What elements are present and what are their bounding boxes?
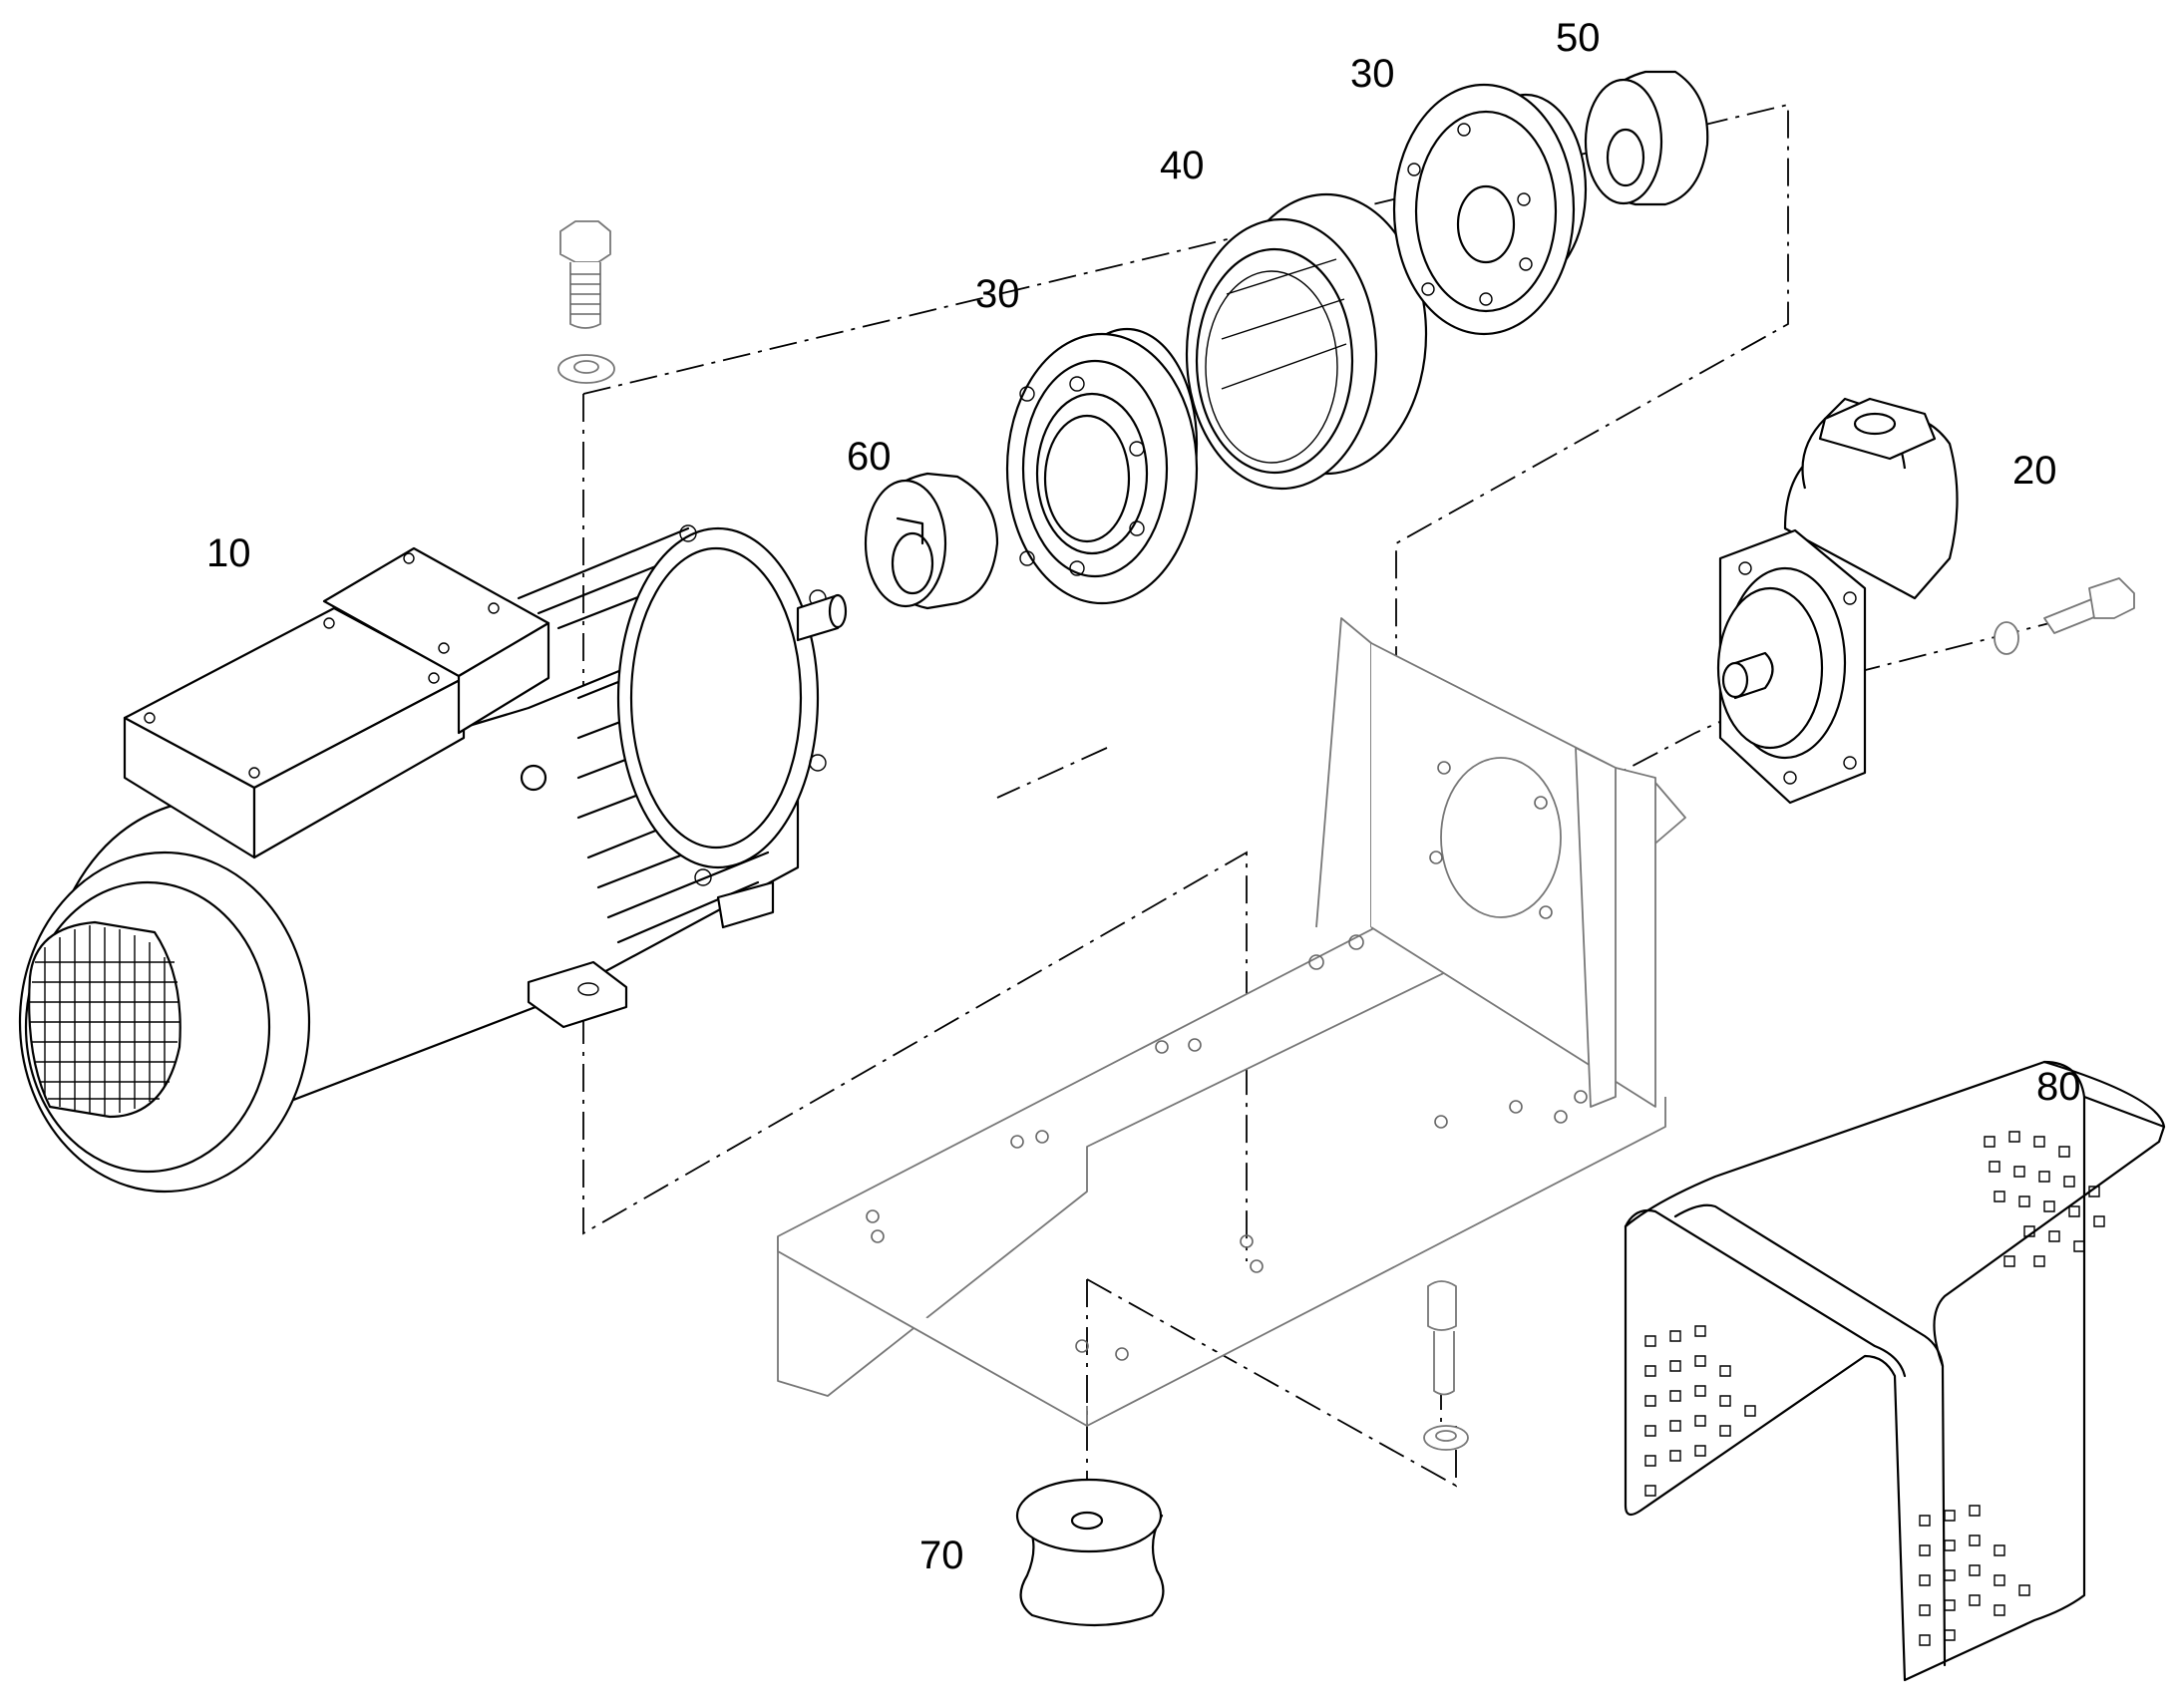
base-bracket xyxy=(777,617,1686,1427)
callout-hydraulic-pump: 20 xyxy=(2012,449,2057,493)
socket-head-screw xyxy=(1423,1280,1469,1451)
callout-rubber-mount: 70 xyxy=(919,1534,964,1577)
coupling-hub-motor-side xyxy=(1005,327,1199,605)
callout-motor: 10 xyxy=(206,531,251,575)
perforation-pattern xyxy=(1644,1131,2105,1646)
fan-grill xyxy=(30,925,180,1115)
taper-bush-motor-side xyxy=(864,472,999,610)
callout-coupling-hub-motor-side: 30 xyxy=(975,272,1020,316)
callout-coupling-hub-pump-side: 30 xyxy=(1350,52,1395,96)
callout-coupling-element: 40 xyxy=(1160,144,1205,187)
electric-motor xyxy=(18,524,848,1194)
rubber-mount xyxy=(1015,1478,1165,1627)
taper-bush-pump-side xyxy=(1584,70,1709,206)
callout-taper-bush-motor: 60 xyxy=(847,435,892,479)
callout-guard-cover: 80 xyxy=(2036,1065,2081,1109)
coupling-hub-pump-side xyxy=(1392,83,1588,336)
guard-cover xyxy=(1624,1060,2166,1682)
callout-taper-bush-pump: 50 xyxy=(1556,16,1601,60)
hydraulic-pump xyxy=(1716,397,2135,805)
hex-bolt-top xyxy=(557,220,615,384)
elastic-coupling-element xyxy=(1185,192,1428,491)
